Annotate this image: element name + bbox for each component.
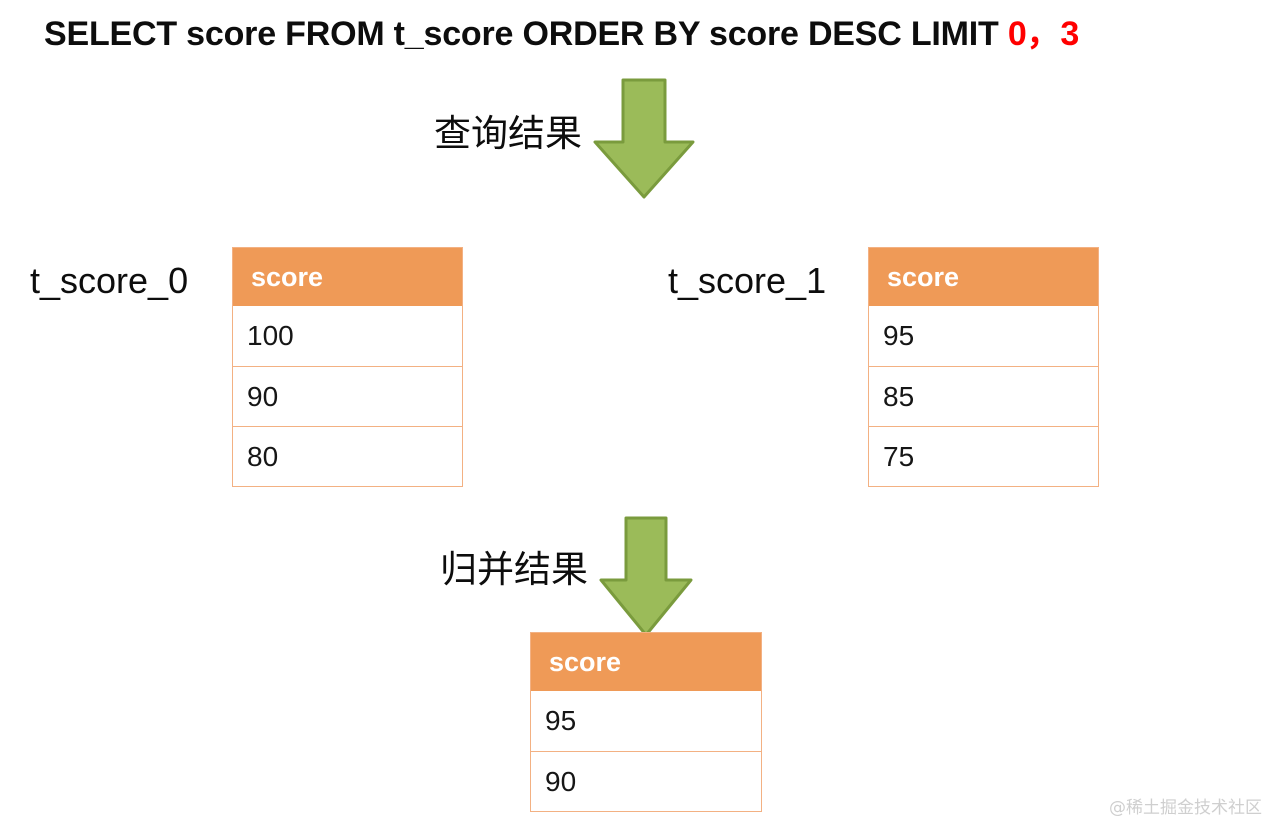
column-header-score: score: [869, 248, 1098, 306]
merge-result-label: 归并结果: [440, 548, 588, 591]
query-result-label: 查询结果: [434, 112, 582, 155]
table-row: 95: [531, 691, 761, 751]
page-title: SELECT score FROM t_score ORDER BY score…: [44, 6, 1079, 55]
table-row: 90: [233, 366, 462, 426]
sql-statement-text: SELECT score FROM t_score ORDER BY score…: [44, 15, 1008, 53]
table-row: 90: [531, 751, 761, 811]
limit-arguments: 0，3: [1007, 15, 1080, 53]
table-row: 95: [869, 306, 1098, 366]
table-label-t-score-0: t_score_0: [30, 260, 189, 301]
table-merged-result: score 95 90: [530, 632, 762, 812]
watermark: @稀土掘金技术社区: [1109, 798, 1262, 818]
column-header-score: score: [233, 248, 462, 306]
down-arrow-icon-query: [592, 78, 696, 200]
table-row: 100: [233, 306, 462, 366]
table-row: 80: [233, 426, 462, 486]
table-row: 75: [869, 426, 1098, 486]
table-label-t-score-1: t_score_1: [668, 260, 827, 301]
column-header-score: score: [531, 633, 761, 691]
table-t-score-0: score 100 90 80: [232, 247, 463, 487]
down-arrow-icon-merge: [598, 516, 694, 638]
table-row: 85: [869, 366, 1098, 426]
table-t-score-1: score 95 85 75: [868, 247, 1099, 487]
